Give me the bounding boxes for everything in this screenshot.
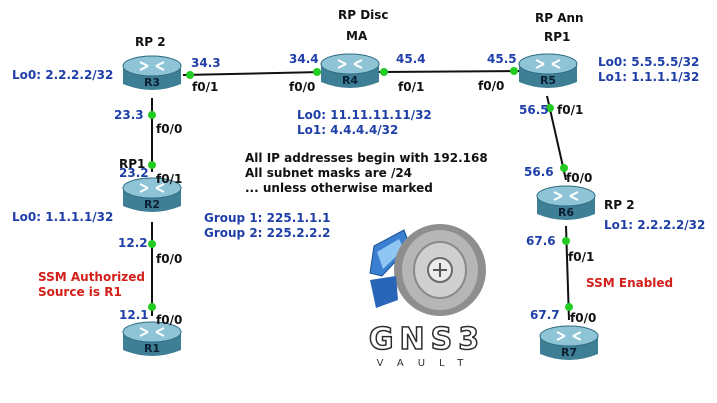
r4-r5-ip-b: 45.5 [487, 52, 517, 66]
router-r7[interactable]: R7 [538, 322, 600, 368]
r3-r2-ip-a: 23.3 [114, 108, 144, 122]
router-r6[interactable]: R6 [535, 182, 597, 228]
port-r4-f0-0 [313, 68, 321, 76]
logo-subtext: VAULT [376, 358, 478, 369]
r6-r7-if-b: f0/0 [570, 311, 597, 325]
r6-role: RP 2 [604, 198, 635, 212]
port-r5-f0-1 [546, 104, 554, 112]
router-label: R4 [341, 74, 359, 87]
link-r3-r4 [182, 68, 323, 79]
router-label: R6 [557, 206, 575, 219]
r3-r2-ip-b: 23.2 [119, 166, 149, 180]
r2-r1-ip-a: 12.2 [118, 236, 148, 250]
r5-r6-if-a: f0/1 [557, 103, 584, 117]
r3-r2-if-b: f0/1 [156, 172, 183, 186]
port-r5-f0-0 [510, 67, 518, 75]
note-group-2: Group 2: 225.2.2.2 [204, 226, 331, 240]
r4-loopback0: Lo0: 11.11.11.11/32 [297, 108, 432, 122]
port-r3-f0-1 [186, 71, 194, 79]
r3-loopback0: Lo0: 2.2.2.2/32 [12, 68, 114, 82]
link-r3-r2 [148, 98, 156, 172]
r5-loopback0: Lo0: 5.5.5.5/32 [598, 55, 700, 69]
router-r5[interactable]: R5 [517, 50, 579, 96]
router-icon [320, 53, 380, 88]
r2-role: RP1 [119, 157, 146, 171]
gns3-vault-logo: GNS3 VAULT [352, 218, 502, 378]
port-r1-f0-0 [148, 303, 156, 311]
vault-disc-icon [369, 224, 486, 316]
r5-role-rp-ann: RP Ann [535, 11, 584, 25]
router-icon [518, 53, 578, 88]
port-r3-f0-0 [148, 111, 156, 119]
router-icon [536, 185, 596, 220]
note-ssm-source: Source is R1 [38, 285, 122, 299]
note-group-1: Group 1: 225.1.1.1 [204, 211, 331, 225]
router-r4[interactable]: R4 [319, 50, 381, 96]
r6-r7-if-a: f0/1 [568, 250, 595, 264]
r5-role-rp1: RP1 [544, 30, 571, 44]
port-r7-f0-0 [565, 303, 573, 311]
router-label: R1 [143, 342, 161, 355]
r2-r1-if-b: f0/0 [156, 313, 183, 327]
port-r6-f0-1 [562, 237, 570, 245]
router-label: R2 [143, 198, 161, 211]
port-r4-f0-1 [380, 68, 388, 76]
r5-r6-ip-a: 56.5 [519, 103, 549, 117]
note-address-prefix: All IP addresses begin with 192.168 [245, 151, 488, 165]
logo-wordmark: GNS3 [368, 321, 486, 358]
r3-r2-if-a: f0/0 [156, 122, 183, 136]
link-r6-r7 [562, 225, 573, 321]
link-r2-r1 [148, 222, 156, 316]
note-ssm-enabled: SSM Enabled [586, 276, 674, 290]
r2-r1-if-a: f0/0 [156, 252, 183, 266]
note-subnet-mask: All subnet masks are /24 [245, 166, 413, 180]
r3-role: RP 2 [135, 35, 166, 49]
port-r6-f0-0 [560, 164, 568, 172]
port-r2-f0-0 [148, 240, 156, 248]
router-r2[interactable]: R2 [121, 174, 183, 220]
r4-role-rp-disc: RP Disc [338, 8, 389, 22]
router-icon [122, 55, 182, 90]
r6-r7-ip-b: 67.7 [530, 308, 560, 322]
link-r4-r5 [376, 67, 521, 76]
r4-role-ma: MA [346, 29, 368, 43]
r2-r1-ip-b: 12.1 [119, 308, 149, 322]
r5-r6-if-b: f0/0 [566, 171, 593, 185]
router-icon [539, 325, 599, 360]
r4-r5-ip-a: 45.4 [396, 52, 426, 66]
r3-r4-if-b: f0/0 [289, 80, 316, 94]
router-r1[interactable]: R1 [121, 318, 183, 364]
r5-loopback1: Lo1: 1.1.1.1/32 [598, 70, 700, 84]
router-label: R5 [539, 74, 557, 87]
r2-loopback0: Lo0: 1.1.1.1/32 [12, 210, 114, 224]
r3-r4-ip-a: 34.3 [191, 56, 221, 70]
r6-r7-ip-a: 67.6 [526, 234, 556, 248]
r4-r5-if-b: f0/0 [478, 79, 505, 93]
note-ssm-authorized: SSM Authorized [38, 270, 145, 284]
r4-r5-if-a: f0/1 [398, 80, 425, 94]
port-r2-f0-1 [148, 161, 156, 169]
router-r3[interactable]: R3 [121, 52, 183, 98]
router-label: R3 [143, 76, 161, 89]
note-unless-marked: ... unless otherwise marked [245, 181, 433, 195]
r3-r4-if-a: f0/1 [192, 80, 219, 94]
r6-loopback1: Lo1: 2.2.2.2/32 [604, 218, 706, 232]
r5-r6-ip-b: 56.6 [524, 165, 554, 179]
link-r5-r6 [546, 95, 568, 181]
router-icon [122, 321, 182, 356]
r3-r4-ip-b: 34.4 [289, 52, 319, 66]
r4-loopback1: Lo1: 4.4.4.4/32 [297, 123, 399, 137]
router-icon [122, 177, 182, 212]
router-label: R7 [560, 346, 578, 359]
